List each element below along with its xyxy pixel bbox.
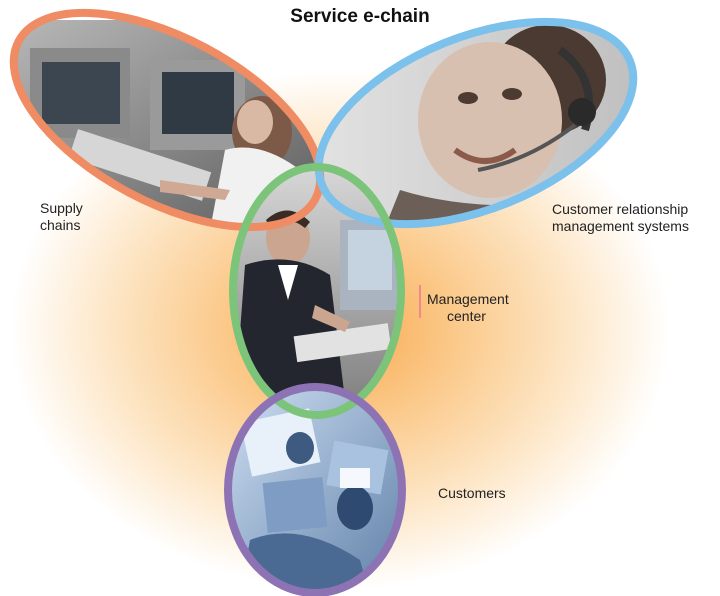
label-customers: Customers bbox=[438, 485, 506, 502]
label-crm-line2: management systems bbox=[552, 218, 689, 234]
customers-ring bbox=[224, 383, 406, 596]
label-mgmt-line1: Management bbox=[427, 291, 509, 307]
label-supply-line2: chains bbox=[40, 217, 81, 233]
label-crm-line1: Customer relationship bbox=[552, 201, 689, 217]
label-customers-line1: Customers bbox=[438, 485, 506, 501]
crm-ring bbox=[314, 17, 638, 229]
supply-chains-ring bbox=[9, 8, 325, 232]
diagram-title: Service e-chain bbox=[290, 6, 430, 27]
label-mgmt-line2: center bbox=[447, 308, 486, 324]
label-supply-chains: Supply chains bbox=[40, 200, 83, 234]
label-crm: Customer relationship management systems bbox=[552, 201, 689, 235]
customers-collage-photo bbox=[228, 387, 402, 593]
label-supply-line1: Supply bbox=[40, 200, 83, 216]
label-management-center: Management center bbox=[427, 291, 509, 325]
management-center-ring bbox=[229, 163, 405, 419]
